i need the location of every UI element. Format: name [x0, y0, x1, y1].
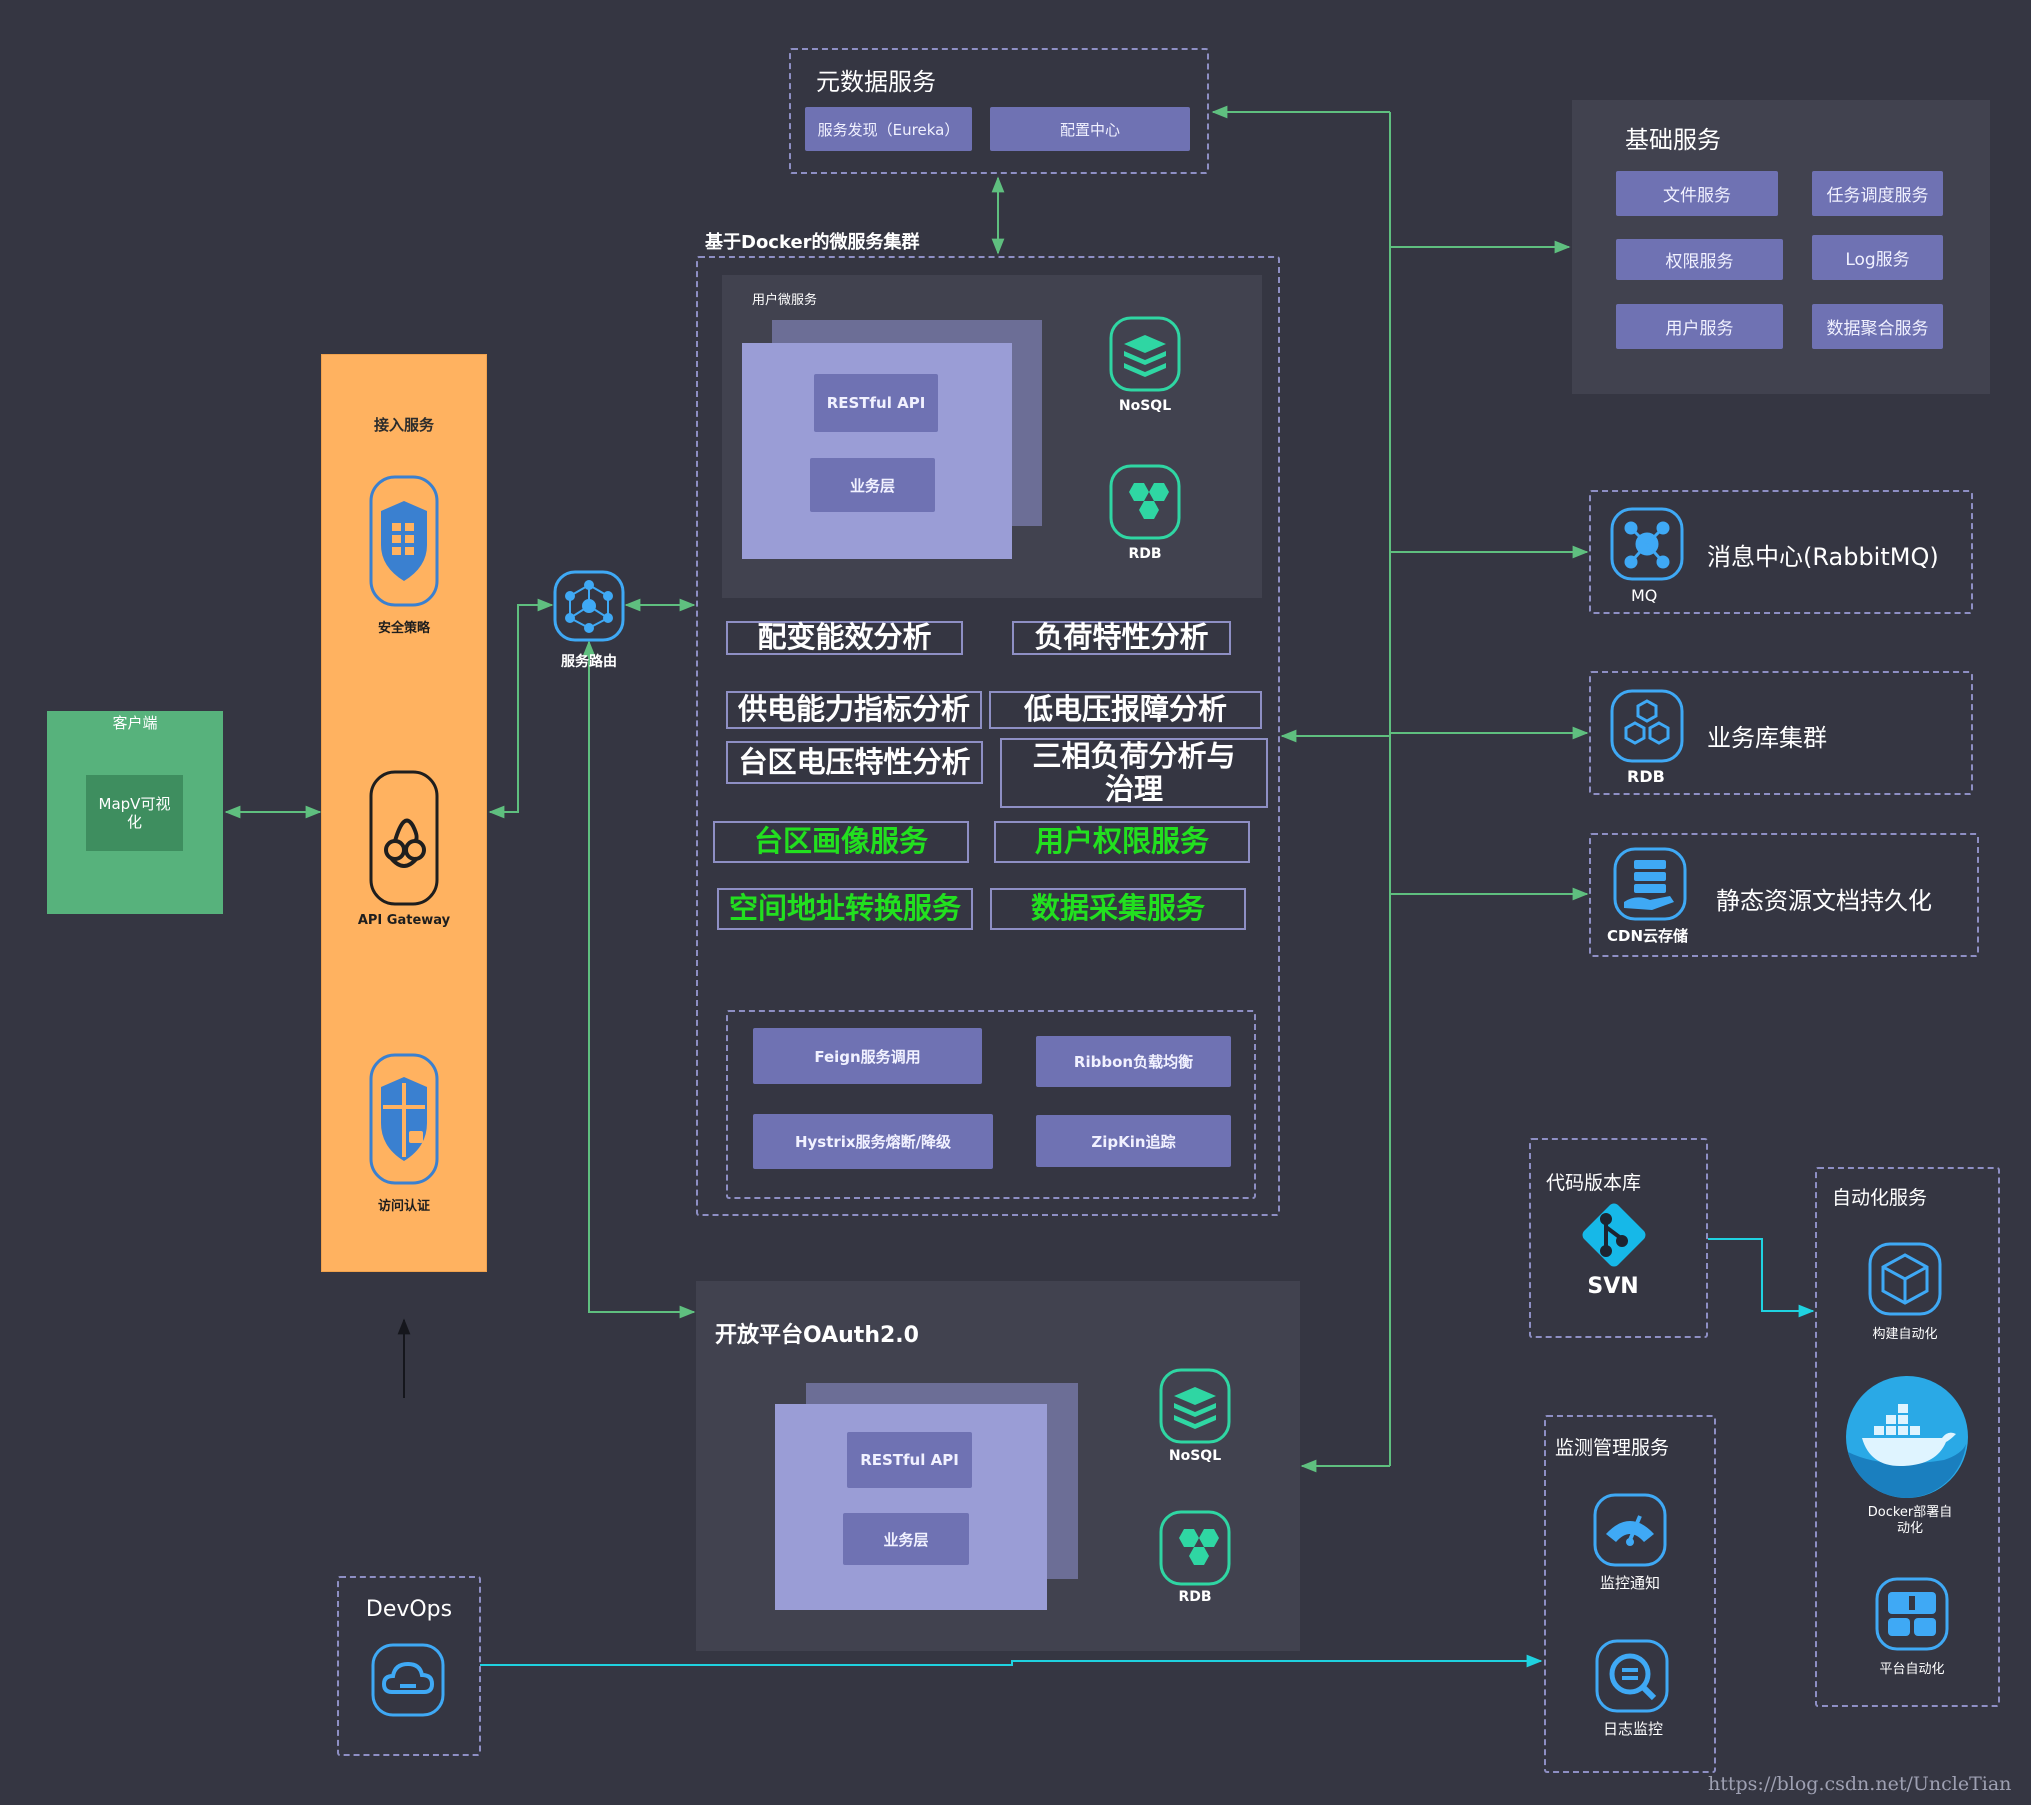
- green-service-2: 用户权限服务: [994, 821, 1250, 863]
- config-center-chip: 配置中心: [990, 107, 1190, 151]
- user-service-chip: 用户服务: [1616, 304, 1783, 349]
- devops-title: DevOps: [365, 1597, 453, 1622]
- security-shield-icon: [369, 475, 439, 611]
- mapv-app-label: MapV可视化: [98, 795, 171, 831]
- router-hub-icon: [552, 569, 626, 647]
- monitor-title: 监测管理服务: [1555, 1437, 1670, 1459]
- permission-service-chip: 权限服务: [1616, 239, 1783, 280]
- analysis-box-2: 负荷特性分析: [1012, 621, 1231, 655]
- rdb-cluster-icon-label: RDB: [1627, 767, 1665, 786]
- router-label: 服务路由: [561, 654, 617, 670]
- client-title: 客户端: [112, 714, 158, 732]
- log-search-icon: [1594, 1638, 1670, 1718]
- devops-box: [337, 1576, 481, 1756]
- rdb-cluster-icon: [1609, 688, 1685, 768]
- mq-card: [1589, 490, 1973, 614]
- build-auto-label: 构建自动化: [1872, 1327, 1938, 1342]
- metadata-title: 元数据服务: [816, 68, 936, 96]
- cdn-card-text: 静态资源文档持久化: [1716, 887, 1932, 915]
- docker-auto-label: Docker部署自动化: [1867, 1505, 1953, 1536]
- monitor-box: [1544, 1415, 1716, 1773]
- network-hub-icon: [1609, 506, 1685, 586]
- ribbon-chip: Ribbon负载均衡: [1036, 1036, 1231, 1087]
- platform-auto-label: 平台自动化: [1879, 1662, 1945, 1677]
- oauth-title: 开放平台OAuth2.0: [715, 1323, 919, 1348]
- log-service-chip: Log服务: [1812, 235, 1943, 280]
- infra-box: [726, 1010, 1256, 1199]
- cloud-icon: [370, 1642, 446, 1722]
- gateway-title: 接入服务: [373, 416, 434, 434]
- git-diamond-icon: [1576, 1197, 1652, 1277]
- analysis-box-6: 三相负荷分析与治理: [1000, 738, 1268, 808]
- docker-whale-icon: [1844, 1374, 1970, 1504]
- user-ms-nosql-label: NoSQL: [1118, 398, 1172, 414]
- oauth-nosql-label: NoSQL: [1168, 1448, 1222, 1464]
- oauth-restful-api: RESTful API: [847, 1432, 972, 1488]
- cdn-card: [1589, 833, 1979, 957]
- basic-services-title: 基础服务: [1625, 126, 1721, 154]
- access-auth-label: 访问认证: [377, 1199, 430, 1214]
- rdb-cluster-text: 业务库集群: [1707, 724, 1827, 752]
- task-schedule-chip: 任务调度服务: [1812, 171, 1943, 216]
- cloud-storage-icon: [1612, 846, 1688, 926]
- oauth-rdb-label: RDB: [1178, 1589, 1212, 1605]
- mq-icon-label: MQ: [1631, 586, 1658, 605]
- watermark-text: https://blog.csdn.net/UncleTian: [1708, 1773, 2012, 1795]
- cdn-icon-label: CDN云存储: [1607, 927, 1689, 945]
- oauth-business-layer: 业务层: [843, 1513, 969, 1565]
- data-aggregation-chip: 数据聚合服务: [1812, 304, 1943, 349]
- feign-chip: Feign服务调用: [753, 1028, 982, 1084]
- green-service-4: 数据采集服务: [990, 888, 1246, 930]
- svn-label: SVN: [1587, 1274, 1639, 1299]
- mq-card-text: 消息中心(RabbitMQ): [1707, 543, 1939, 571]
- green-service-3: 空间地址转换服务: [717, 888, 973, 930]
- analysis-box-3: 供电能力指标分析: [726, 691, 982, 729]
- access-auth-icon: [369, 1053, 439, 1189]
- user-ms-business-layer: 业务层: [810, 458, 935, 512]
- analysis-box-4: 低电压报障分析: [989, 691, 1262, 729]
- user-microservice-title: 用户微服务: [752, 293, 818, 308]
- code-repo-box: [1529, 1138, 1708, 1338]
- rdb-icon: [1108, 463, 1182, 545]
- platform-grid-icon: [1874, 1576, 1950, 1656]
- file-service-chip: 文件服务: [1616, 171, 1778, 216]
- user-ms-rdb-label: RDB: [1128, 546, 1162, 562]
- hystrix-chip: Hystrix服务熔断/降级: [753, 1114, 993, 1169]
- oauth-nosql-icon: [1158, 1367, 1232, 1449]
- gauge-icon: [1592, 1492, 1668, 1572]
- rdb-cluster-card: [1589, 671, 1973, 795]
- automation-box: [1815, 1167, 2000, 1707]
- mapv-app-tile[interactable]: MapV可视化: [86, 775, 183, 851]
- build-cube-icon: [1867, 1241, 1943, 1321]
- oauth-rdb-icon: [1158, 1509, 1232, 1591]
- zipkin-chip: ZipKin追踪: [1036, 1115, 1231, 1167]
- api-gateway-label: API Gateway: [357, 913, 451, 928]
- code-repo-title: 代码版本库: [1546, 1172, 1642, 1194]
- green-service-1: 台区画像服务: [713, 821, 969, 863]
- api-gateway-icon: [369, 770, 439, 910]
- monitor-notify-label: 监控通知: [1599, 1574, 1660, 1592]
- metadata-service-box: [789, 48, 1209, 174]
- nosql-icon: [1108, 315, 1182, 397]
- cluster-box: [696, 256, 1280, 1216]
- analysis-box-1: 配变能效分析: [726, 621, 963, 655]
- automation-title: 自动化服务: [1832, 1187, 1928, 1209]
- security-label: 安全策略: [377, 621, 430, 636]
- analysis-box-5: 台区电压特性分析: [726, 741, 983, 784]
- monitor-log-label: 日志监控: [1602, 1720, 1663, 1738]
- eureka-chip: 服务发现（Eureka）: [805, 107, 972, 151]
- cluster-title: 基于Docker的微服务集群: [705, 232, 920, 253]
- user-ms-restful-api: RESTful API: [814, 374, 938, 432]
